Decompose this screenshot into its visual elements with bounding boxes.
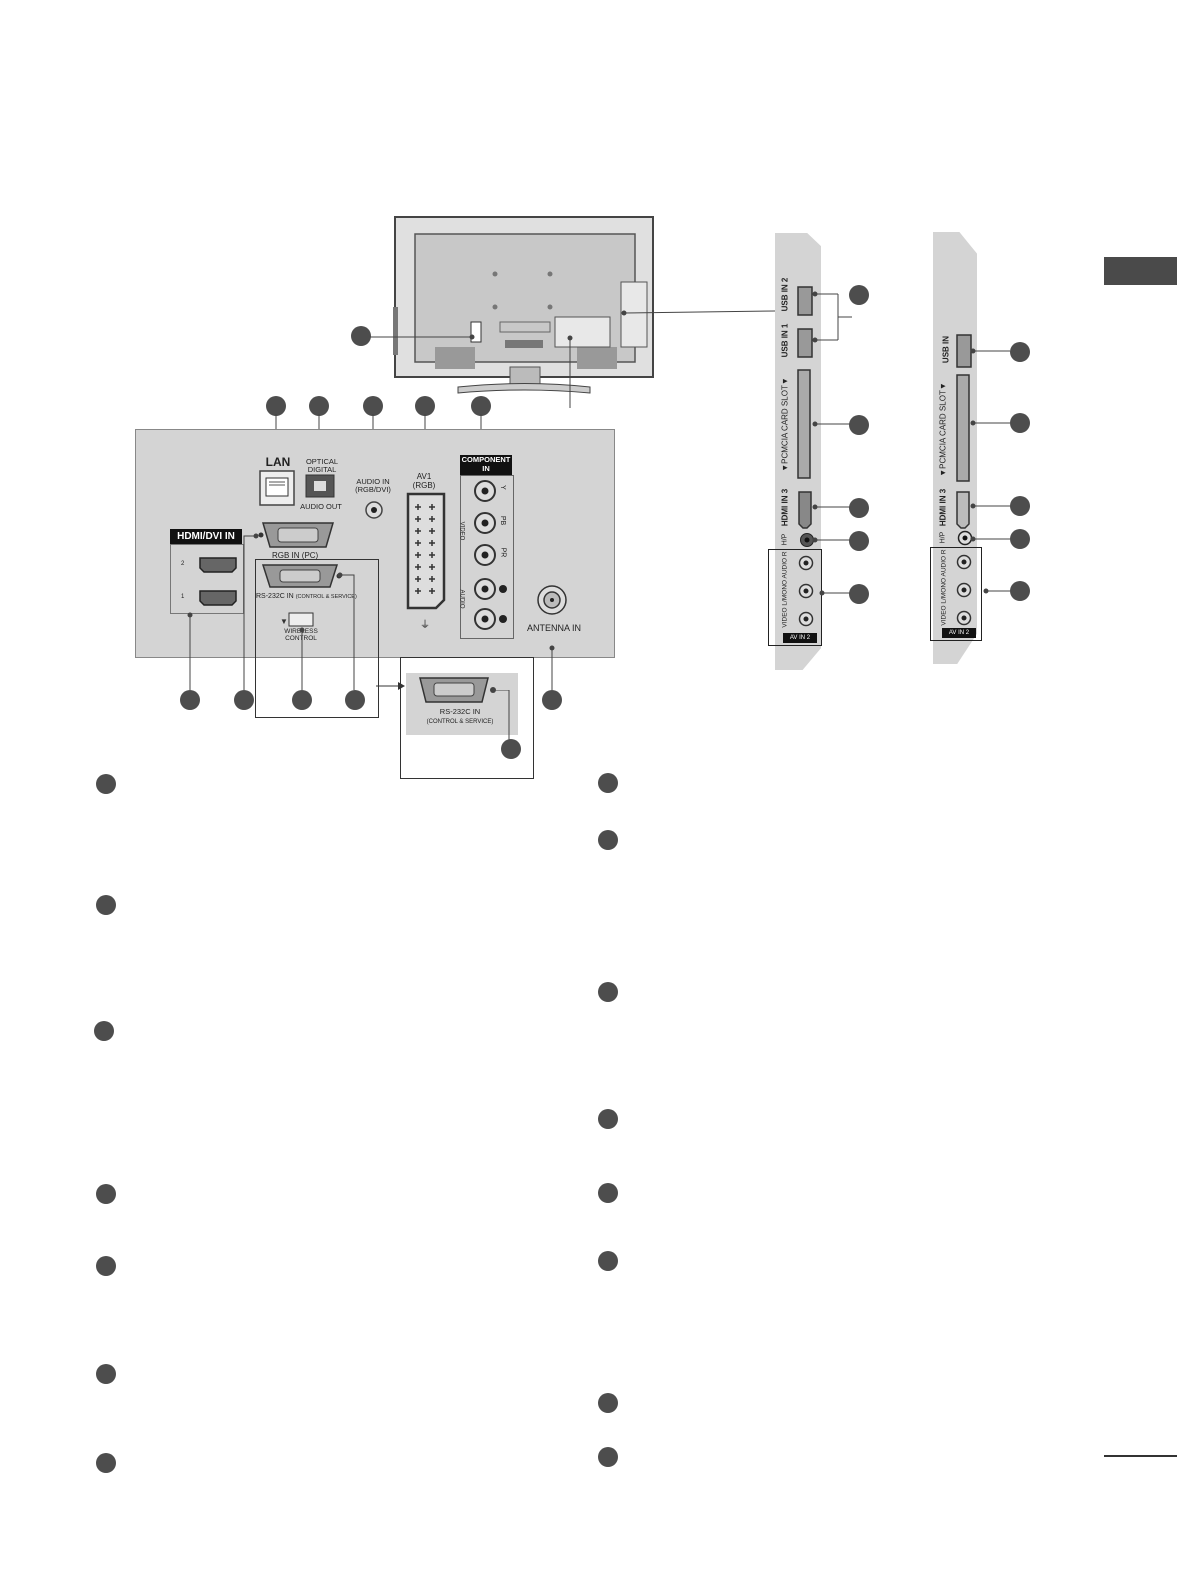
av-in-2-label-a: AV IN 2 xyxy=(783,633,817,643)
list-bullet xyxy=(96,1184,116,1204)
scart-port-icon xyxy=(406,492,446,610)
leader-line xyxy=(567,335,573,408)
list-bullet xyxy=(94,1021,114,1041)
hdmi-2-label: 2 xyxy=(181,561,185,567)
audio-in-label: AUDIO IN (RGB/DVI) xyxy=(355,477,391,494)
callout-dot xyxy=(542,690,562,710)
list-bullet xyxy=(96,895,116,915)
rgb-port-icon xyxy=(258,522,334,548)
list-bullet xyxy=(598,1109,618,1129)
callout-dot xyxy=(266,396,286,416)
side-b-leader-lines xyxy=(970,348,1010,594)
hdmi-ports-icon xyxy=(199,557,237,606)
rs232-inset-port-icon xyxy=(419,677,496,703)
callout-dot xyxy=(849,498,869,518)
headphone-jack-icon xyxy=(957,530,973,546)
list-bullet xyxy=(598,1183,618,1203)
av-labels: VIDEO L/MONO AUDIO R xyxy=(781,551,789,628)
comp-pb-label: PB xyxy=(499,515,507,526)
component-label-box: COMPONENT IN xyxy=(460,455,512,475)
list-bullet xyxy=(598,830,618,850)
list-bullet xyxy=(96,774,116,794)
rs232-group-box xyxy=(255,559,379,718)
callout-dot xyxy=(471,396,491,416)
leader-line xyxy=(495,690,510,748)
hdmi-side-port-icon xyxy=(798,491,812,529)
callout-dot xyxy=(363,396,383,416)
callout-dot xyxy=(309,396,329,416)
hdmi-dvi-label: HDMI/DVI IN xyxy=(170,529,242,544)
pcmcia-label: ▼PCMCIA CARD SLOT▼ xyxy=(938,382,948,477)
usb-port-icon xyxy=(797,286,813,358)
list-bullet xyxy=(598,1393,618,1413)
callout-dot xyxy=(292,690,312,710)
lan-label: LAN xyxy=(265,455,291,469)
av-in-2-box-a xyxy=(768,549,822,646)
list-bullet xyxy=(96,1453,116,1473)
list-bullet xyxy=(96,1364,116,1384)
list-bullet xyxy=(598,773,618,793)
audio-in-jack-icon xyxy=(365,501,383,519)
callout-dot xyxy=(849,285,869,305)
callout-dot xyxy=(415,396,435,416)
lan-port-icon xyxy=(259,470,295,506)
leader-line xyxy=(621,310,776,316)
list-bullet xyxy=(598,1251,618,1271)
callout-dot xyxy=(1010,581,1030,601)
list-bullet xyxy=(598,982,618,1002)
leader-lines-bottom xyxy=(187,533,555,690)
list-bullet xyxy=(598,1447,618,1467)
pcmcia-slot-icon xyxy=(956,374,970,482)
pcmcia-label: ▼PCMCIA CARD SLOT▼ xyxy=(780,377,790,472)
wireless-port-icon: ▼ xyxy=(280,612,314,627)
hdmi-1-label: 1 xyxy=(181,594,185,600)
callout-dot xyxy=(849,584,869,604)
antenna-port-icon xyxy=(537,585,567,615)
av1-label: AV1 (RGB) xyxy=(412,472,436,490)
callout-dot xyxy=(351,326,371,346)
arrow-icon xyxy=(376,682,405,690)
callout-dot xyxy=(849,531,869,551)
pcmcia-slot-icon xyxy=(797,369,811,479)
av-in-2-label-b: AV IN 2 xyxy=(942,628,976,638)
rgb-in-label: RGB IN (PC) xyxy=(272,551,319,560)
scart-symbol-icon: ⏚ xyxy=(420,620,430,631)
rs232-inset-box xyxy=(400,657,534,779)
av-in-2-box-b xyxy=(930,547,982,641)
callout-dot xyxy=(1010,496,1030,516)
rs232-port-icon xyxy=(261,564,342,588)
leader-line xyxy=(370,334,475,340)
optical-port-icon xyxy=(305,474,335,498)
page-number-rule xyxy=(1104,1455,1177,1457)
component-jacks-icon xyxy=(474,480,507,630)
callout-dot xyxy=(1010,413,1030,433)
av-labels: VIDEO L/MONO AUDIO R xyxy=(940,549,948,626)
rs232-label: RS-232C IN (CONTROL & SERVICE) xyxy=(256,593,357,600)
optical-label: OPTICAL DIGITAL xyxy=(305,457,339,474)
callout-dot xyxy=(1010,529,1030,549)
callout-dot xyxy=(234,690,254,710)
hdmi-side-port-icon xyxy=(956,491,970,529)
rs232-inset-label: RS-232C IN (CONTROL & SERVICE) xyxy=(426,707,494,725)
audio-out-label: AUDIO OUT xyxy=(300,502,342,511)
av-jacks-icon xyxy=(956,554,972,626)
side-a-leader-lines xyxy=(812,291,852,596)
callout-dot xyxy=(849,415,869,435)
svg-text:▼: ▼ xyxy=(280,617,288,626)
callout-dot xyxy=(345,690,365,710)
list-bullet xyxy=(96,1256,116,1276)
section-tab xyxy=(1104,257,1177,285)
antenna-in-label: ANTENNA IN xyxy=(527,623,582,633)
callout-dot xyxy=(1010,342,1030,362)
callout-dot xyxy=(501,739,521,759)
callout-dot xyxy=(180,690,200,710)
comp-y-label: Y xyxy=(498,485,506,490)
av-jacks-icon xyxy=(798,555,814,627)
